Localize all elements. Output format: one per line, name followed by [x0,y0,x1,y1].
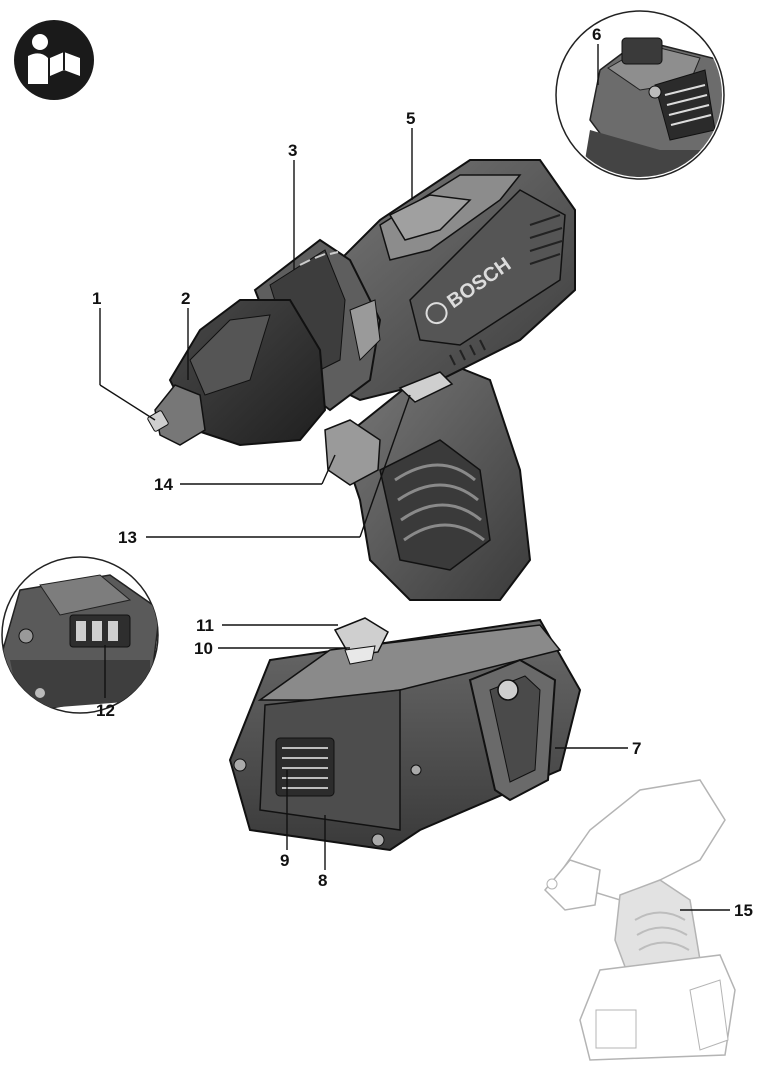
battery-release-grip [275,737,335,797]
callout-12: 12 [96,701,115,720]
callout-3: 3 [288,141,297,160]
read-manual-icon [14,20,94,100]
callout-1: 1 [92,289,101,308]
callout-15: 15 [734,901,753,920]
callout-14: 14 [154,475,173,494]
callout-5: 5 [406,109,415,128]
callout-6: 6 [592,25,601,44]
detail-inset-left [1,556,159,714]
drill-illustration: BOSCH [147,159,582,852]
callout-2: 2 [181,289,190,308]
charge-indicator-button [333,617,389,665]
callout-11: 11 [196,616,214,635]
leader-lines [99,44,730,911]
belt-clip [468,658,557,802]
callout-7: 7 [632,739,641,758]
callout-8: 8 [318,871,327,890]
callout-10: 10 [194,639,213,658]
callout-9: 9 [280,851,289,870]
callout-labels: 1 2 3 5 6 7 8 9 10 11 12 13 14 15 [92,25,753,920]
drill-outline-small [543,779,736,1061]
detail-inset-top [555,10,725,180]
callout-13: 13 [118,528,137,547]
